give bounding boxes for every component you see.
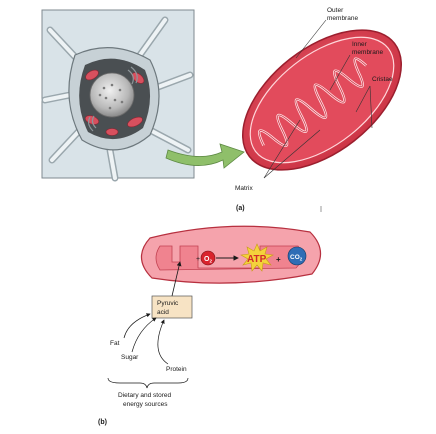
sugar-label: Sugar <box>121 354 139 361</box>
label-matrix: Matrix <box>235 185 253 192</box>
pyruvic-label: Pyruvic <box>157 300 179 307</box>
green-arrow <box>165 143 245 169</box>
panel-b-tag: (b) <box>98 419 107 426</box>
fat-arrow <box>123 313 151 339</box>
label-inner-membrane-line2: membrane <box>352 49 383 56</box>
panel-b: O2 + ATP + CO2 Pyruvic acid Fat Sugar Pr… <box>98 225 322 426</box>
mitochondrion-large <box>241 29 403 171</box>
fat-label: Fat <box>110 340 120 347</box>
co2-label: CO2 <box>290 254 303 262</box>
panel-a-tag: (a) <box>236 205 245 212</box>
label-outer-membrane-line1: Outer <box>327 7 344 14</box>
neuron-cell-illustration <box>41 9 195 182</box>
label-outer-membrane-line2: membrane <box>327 15 358 22</box>
o2-molecule <box>200 250 216 266</box>
atp-label: ATP <box>247 254 267 265</box>
plus-sign-2: + <box>276 255 281 264</box>
dietary-label-line1: Dietary and stored <box>118 392 171 399</box>
pyruvic-to-mito-arrow <box>171 261 182 297</box>
protein-label: Protein <box>166 366 187 373</box>
sources-brace <box>107 377 189 389</box>
label-inner-membrane-line1: Inner <box>352 41 368 48</box>
dietary-label-line2: energy sources <box>123 401 168 408</box>
co2-molecule <box>287 246 307 266</box>
acid-label: acid <box>157 309 169 316</box>
atp-burst <box>240 243 274 272</box>
nucleus <box>89 72 135 118</box>
protein-arrow <box>157 319 169 365</box>
o2-label: O2 <box>204 256 212 264</box>
label-cristae: Cristae <box>372 76 393 83</box>
plus-sign-1: + <box>196 256 200 263</box>
sugar-arrow <box>131 317 157 353</box>
